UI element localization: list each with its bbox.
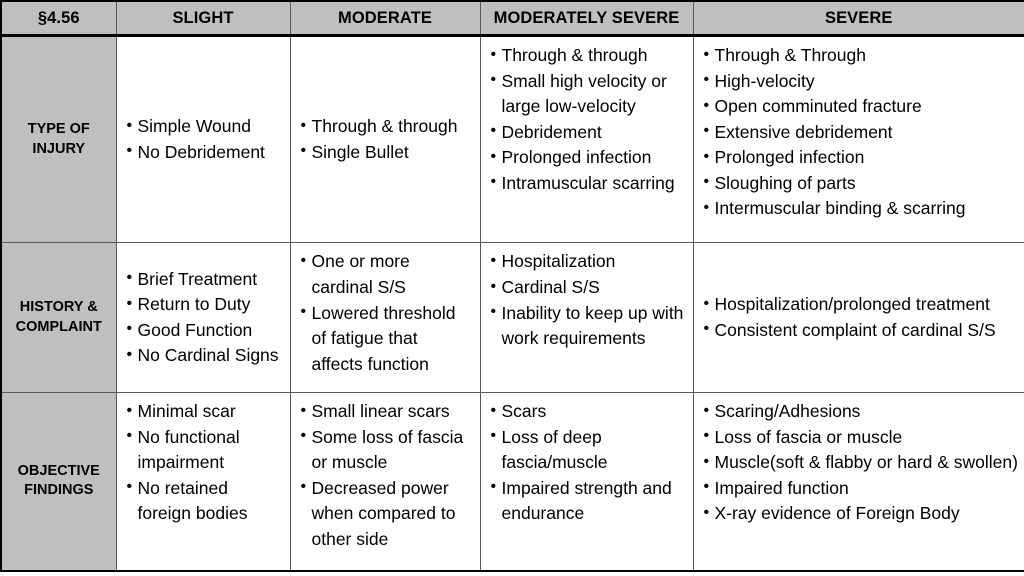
list-item: Single Bullet — [301, 139, 474, 166]
bullet-list: Through & through Single Bullet — [291, 114, 480, 165]
list-item: Good Function — [127, 317, 284, 344]
list-item: No Cardinal Signs — [127, 343, 284, 369]
row-label-line-2: COMPLAINT — [15, 318, 102, 335]
list-item: Debridement — [491, 119, 687, 146]
cell-objective-moderately-severe: Scars Loss of deep fascia/muscle Impaire… — [479, 391, 694, 572]
bullet-list: Scars Loss of deep fascia/muscle Impaire… — [481, 393, 693, 527]
cell-type-of-injury-moderate: Through & through Single Bullet — [289, 34, 481, 244]
bullet-list: Through & Through High-velocity Open com… — [694, 37, 1024, 222]
cell-type-of-injury-slight: Simple Wound No Debridement — [115, 34, 291, 244]
row-label-history-and-complaint: HISTORY & COMPLAINT — [0, 242, 117, 393]
cell-type-of-injury-moderately-severe: Through & through Small high velocity or… — [479, 34, 694, 244]
list-item: Prolonged infection — [491, 145, 687, 171]
table-header: §4.56 SLIGHT MODERATE MODERATELY SEVERE … — [0, 0, 1024, 37]
bullet-list: Small linear scars Some loss of fascia o… — [291, 393, 480, 552]
list-item: High-velocity — [704, 68, 1019, 95]
bullet-list: Minimal scar No functional impairment No… — [117, 393, 290, 527]
list-item: No Debridement — [127, 139, 284, 166]
row-label-line-1: TYPE OF — [27, 121, 90, 138]
header-row: §4.56 SLIGHT MODERATE MODERATELY SEVERE … — [0, 0, 1024, 37]
cell-history-severe: Hospitalization/prolonged treatment Cons… — [692, 242, 1024, 393]
list-item: Intermuscular binding & scarring — [704, 196, 1019, 222]
bullet-list: Brief Treatment Return to Duty Good Func… — [117, 266, 290, 369]
row-label-line-2: FINDINGS — [24, 482, 94, 499]
list-item: Sloughing of parts — [704, 170, 1019, 197]
row-label-objective-findings: OBJECTIVE FINDINGS — [0, 391, 117, 572]
list-item: Hospitalization/prolonged treatment — [704, 292, 1019, 318]
bullet-list: Hospitalization/prolonged treatment Cons… — [694, 292, 1024, 343]
cell-type-of-injury-severe: Through & Through High-velocity Open com… — [692, 34, 1024, 244]
list-item: Intramuscular scarring — [491, 170, 687, 197]
row-label-line-1: OBJECTIVE — [17, 462, 100, 479]
list-item: Return to Duty — [127, 292, 284, 318]
list-item: Loss of deep fascia/muscle — [491, 424, 687, 476]
bullet-list: Through & through Small high velocity or… — [481, 37, 693, 196]
list-item: Cardinal S/S — [491, 275, 687, 301]
list-item: Through & Through — [704, 43, 1019, 69]
list-item: No retained foreign bodies — [127, 475, 284, 527]
header-cell-moderately-severe: MODERATELY SEVERE — [479, 0, 694, 37]
list-item: Extensive debridement — [704, 119, 1019, 146]
row-label-type-of-injury: TYPE OF INJURY — [0, 34, 117, 244]
list-item: Scars — [491, 399, 687, 425]
header-cell-moderate: MODERATE — [289, 0, 481, 37]
list-item: Inability to keep up with work requireme… — [491, 300, 687, 352]
list-item: Small linear scars — [301, 399, 474, 425]
list-item: Small high velocity or large low-velocit… — [491, 68, 687, 120]
table-row-history-and-complaint: HISTORY & COMPLAINT Brief Treatment Retu… — [0, 242, 1024, 393]
list-item: Loss of fascia or muscle — [704, 424, 1019, 451]
list-item: Simple Wound — [127, 114, 284, 140]
header-cell-slight: SLIGHT — [115, 0, 291, 37]
list-item: X-ray evidence of Foreign Body — [704, 501, 1019, 527]
cell-objective-moderate: Small linear scars Some loss of fascia o… — [289, 391, 481, 572]
bullet-list: Hospitalization Cardinal S/S Inability t… — [481, 243, 693, 351]
list-item: No functional impairment — [127, 424, 284, 476]
list-item: Through & through — [491, 43, 687, 69]
cell-history-moderately-severe: Hospitalization Cardinal S/S Inability t… — [479, 242, 694, 393]
bullet-list: Simple Wound No Debridement — [117, 114, 290, 165]
header-cell-section-code: §4.56 — [0, 0, 117, 37]
list-item: Scaring/Adhesions — [704, 399, 1019, 425]
list-item: Hospitalization — [491, 249, 687, 275]
cell-history-moderate: One or more cardinal S/S Lowered thresho… — [289, 242, 481, 393]
table-row-type-of-injury: TYPE OF INJURY Simple Wound No Debrideme… — [0, 34, 1024, 244]
list-item: Some loss of fascia or muscle — [301, 424, 474, 476]
list-item: One or more cardinal S/S — [301, 249, 474, 300]
table-body: TYPE OF INJURY Simple Wound No Debrideme… — [0, 34, 1024, 572]
list-item: Decreased power when compared to other s… — [301, 475, 474, 553]
bullet-list: Scaring/Adhesions Loss of fascia or musc… — [694, 393, 1024, 527]
list-item: Muscle(soft & flabby or hard & swollen) — [704, 450, 1019, 476]
cell-history-slight: Brief Treatment Return to Duty Good Func… — [115, 242, 291, 393]
list-item: Through & through — [301, 114, 474, 140]
list-item: Lowered threshold of fatigue that affect… — [301, 300, 474, 378]
header-cell-severe: SEVERE — [692, 0, 1024, 37]
list-item: Consistent complaint of cardinal S/S — [704, 317, 1019, 344]
row-label-line-1: HISTORY & — [19, 299, 98, 316]
list-item: Prolonged infection — [704, 145, 1019, 171]
row-label-line-2: INJURY — [32, 140, 86, 157]
cell-objective-slight: Minimal scar No functional impairment No… — [115, 391, 291, 572]
cell-objective-severe: Scaring/Adhesions Loss of fascia or musc… — [692, 391, 1024, 572]
list-item: Minimal scar — [127, 399, 284, 425]
table-row-objective-findings: OBJECTIVE FINDINGS Minimal scar No funct… — [0, 391, 1024, 572]
list-item: Brief Treatment — [127, 266, 284, 293]
bullet-list: One or more cardinal S/S Lowered thresho… — [291, 243, 480, 377]
list-item: Impaired strength and endurance — [491, 475, 687, 527]
list-item: Open comminuted fracture — [704, 94, 1019, 120]
list-item: Impaired function — [704, 475, 1019, 502]
